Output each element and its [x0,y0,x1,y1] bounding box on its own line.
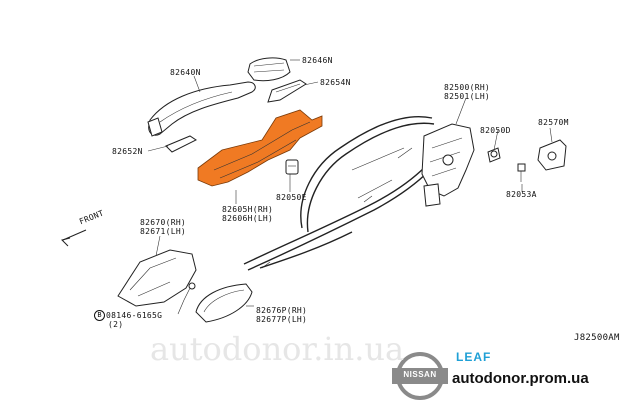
label-08146: 08146-6165G [106,311,163,320]
site-url[interactable]: autodonor.prom.ua [452,370,589,387]
bolt-circle-badge: B [94,310,105,321]
label-82501: 82501(LH) [444,92,491,101]
label-bolt-qty: (2) [108,320,124,329]
escutcheon-part [195,283,253,323]
label-82500: 82500(RH) [444,83,491,92]
brand-name: NISSAN [403,370,437,379]
label-82670: 82670(RH) [140,218,187,227]
outer-handle-part [147,81,256,137]
label-82050e: 82050E [276,193,307,202]
diagram-code: J82500AM [574,333,620,343]
label-82671: 82671(LH) [140,227,187,236]
label-82654n: 82654N [320,78,351,87]
bolt-part [487,147,501,163]
gasket-front-part [165,135,197,153]
inner-handle-part [117,249,197,307]
label-82676p: 82676P(RH) [256,306,308,315]
label-82606h: 82606H(LH) [222,214,274,223]
label-82640n: 82640N [170,68,201,77]
label-82605h: 82605H(RH) [222,205,274,214]
label-82677p: 82677P(LH) [256,315,308,324]
model-name: LEAF [456,350,492,364]
leader-lines [147,59,553,315]
screw-part [517,163,526,182]
label-82050d: 82050D [480,126,511,135]
gasket-part [267,79,307,103]
handle-cap-part [247,57,291,82]
door-lock-part [421,123,475,207]
nissan-logo-icon [392,352,448,400]
watermark: autodonor.in.ua [150,330,405,368]
clip-part [285,159,299,175]
label-82652n: 82652N [112,147,143,156]
front-arrow [61,229,87,247]
handle-bracket-highlight [197,109,323,187]
label-82570m: 82570M [538,118,569,127]
label-82646n: 82646N [302,56,333,65]
striker-part [537,139,567,171]
bolt-small-part [183,282,196,301]
label-82053a: 82053A [506,190,537,199]
rods-and-cables [243,115,435,271]
